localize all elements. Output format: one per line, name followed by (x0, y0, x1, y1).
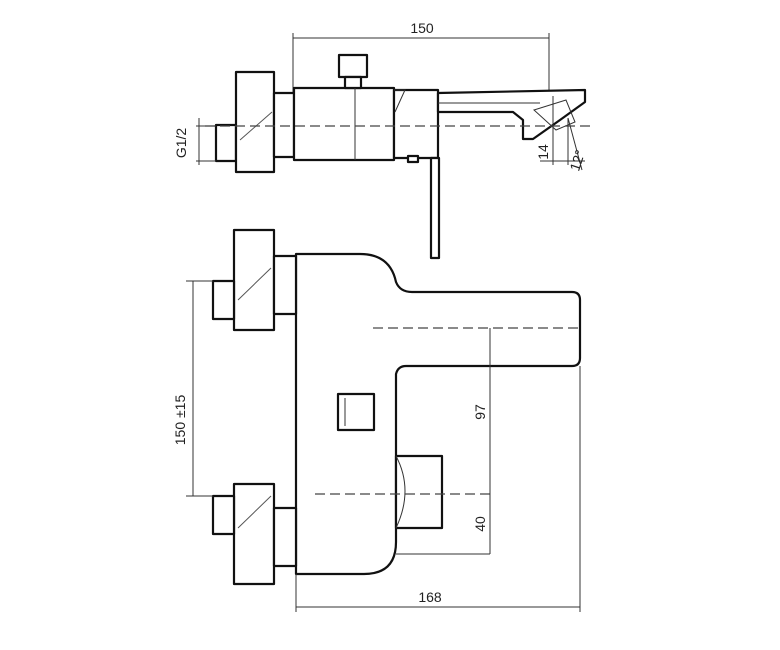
dim-spacing-label: 150 ±15 (172, 395, 188, 446)
diverter-stem (343, 75, 363, 90)
lever-handle (429, 156, 441, 260)
spout-outlet (533, 99, 576, 131)
upper-flange (232, 228, 276, 332)
inlet-flange (234, 70, 276, 174)
inlet-eccentric (272, 91, 296, 159)
upper-eccentric (272, 254, 298, 316)
dim-g12-label: G1/2 (173, 128, 189, 159)
upper-hatch (237, 267, 272, 301)
lever-front (394, 454, 444, 530)
dim-40-label: 40 (472, 516, 488, 532)
diverter-knob (337, 53, 369, 79)
diverter-knob-front (336, 392, 376, 432)
dim-97-label: 97 (472, 404, 488, 420)
lever-pin (406, 154, 420, 164)
lower-hatch (237, 495, 272, 529)
spout-top (436, 88, 587, 141)
inlet-nut (214, 123, 238, 163)
lower-nut (211, 494, 236, 536)
lever-curve (395, 455, 406, 529)
angle-label: 12° (566, 148, 588, 173)
front-view: 150 ±15 97 40 168 (172, 228, 582, 612)
top-view: 150 G1/2 14 12° (173, 20, 590, 260)
mixer-body-top (292, 86, 396, 162)
dim-14-label: 14 (535, 144, 551, 160)
upper-nut (211, 279, 236, 321)
lever-detail (394, 89, 406, 113)
dim-150-label: 150 (410, 20, 434, 36)
lower-eccentric (272, 506, 298, 568)
dim-168-label: 168 (418, 589, 442, 605)
angle-line (567, 117, 583, 171)
